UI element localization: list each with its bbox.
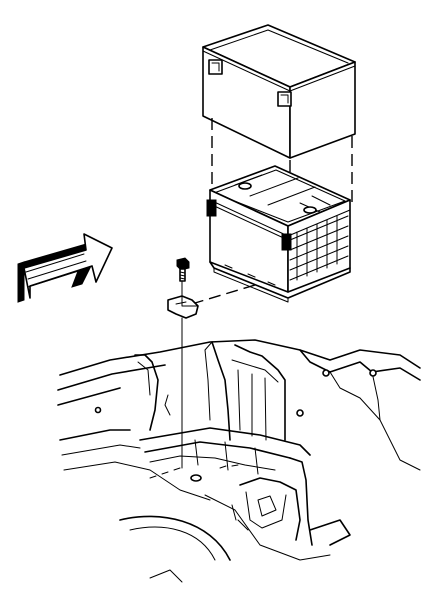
- retainer-alignment-line: [194, 284, 256, 304]
- battery-tray-icon: [57, 339, 421, 583]
- vehicle-front-arrow-icon: [17, 233, 113, 303]
- battery-icon: [206, 165, 351, 303]
- battery-insulator-cover-icon: [202, 24, 356, 159]
- battery-hold-down-retainer-icon: [167, 295, 199, 319]
- retainer-bolt-icon: [176, 257, 190, 299]
